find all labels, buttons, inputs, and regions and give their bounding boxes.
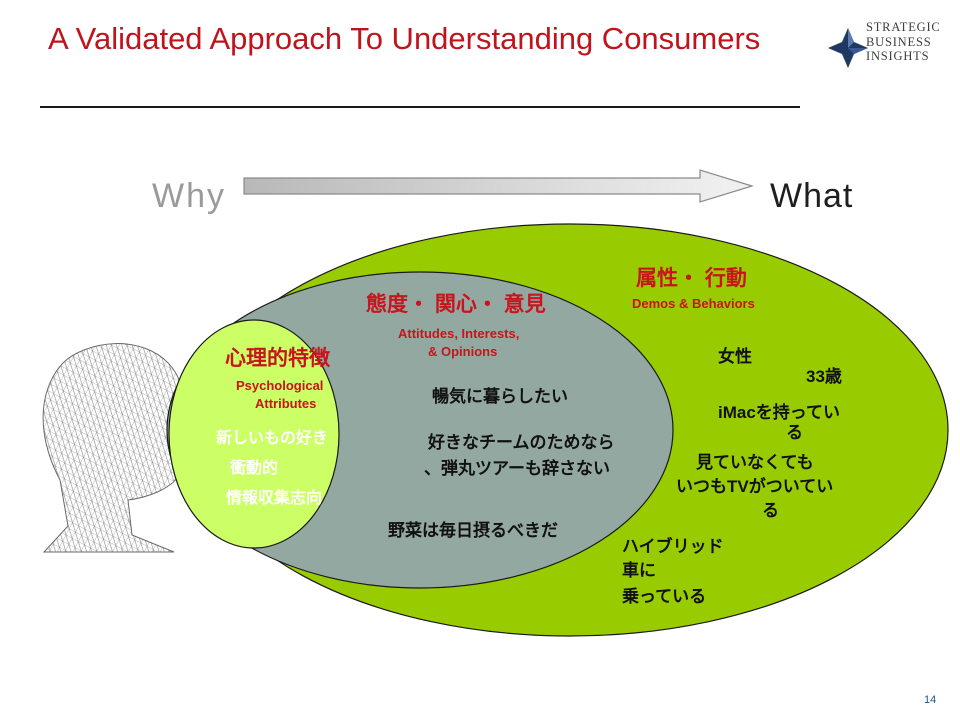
psych-item-novelty: 新しいもの好き — [216, 430, 329, 447]
middle-ellipse-subtitle-1: Attitudes, Interests, — [398, 326, 520, 341]
psych-item-impulsive: 衝動的 — [230, 460, 279, 477]
behavior-item-tv-1: 見ていなくても — [696, 453, 814, 472]
outer-ellipse-subtitle: Demos & Behaviors — [632, 296, 755, 311]
right-arrow-icon — [243, 169, 755, 203]
inner-circle-subtitle-1: Psychological — [236, 378, 324, 393]
attitude-item-team-2: 、弾丸ツアーも辞さない — [424, 459, 610, 478]
attitude-item-team-1: 好きなチームのためなら — [428, 433, 615, 452]
outer-ellipse-title: 属性・ 行動 — [636, 267, 747, 290]
behavior-item-tv-3: る — [762, 501, 779, 520]
behavior-item-hybrid-1: ハイブリッド — [622, 537, 724, 556]
behavior-item-imac-1: iMacを持ってい — [718, 403, 840, 422]
logo-line-3: Insights — [866, 49, 930, 63]
star-diamond-logo-icon — [828, 28, 868, 68]
behavior-item-age: 33歳 — [806, 367, 842, 386]
attitude-item-carefree: 暢気に暮らしたい — [432, 387, 568, 406]
company-logo-text: Strategic Business Insights — [866, 20, 941, 64]
middle-ellipse-subtitle-2: & Opinions — [428, 344, 498, 359]
inner-circle-title: 心理的特徴 — [225, 347, 330, 370]
inner-circle-subtitle-2: Attributes — [255, 396, 317, 411]
why-label: Why — [152, 177, 226, 215]
middle-ellipse-title: 態度・ 関心・ 意見 — [366, 293, 546, 316]
what-label: What — [770, 177, 854, 215]
slide-title: A Validated Approach To Understanding Co… — [48, 21, 761, 56]
page-number: 14 — [924, 694, 937, 706]
wireframe-head-icon — [42, 343, 195, 553]
logo-line-2: Business — [866, 34, 932, 49]
psych-item-information: 情報収集志向 — [226, 490, 323, 507]
behavior-item-female: 女性 — [718, 347, 752, 366]
behavior-item-hybrid-3: 乗っている — [622, 587, 707, 606]
title-divider — [40, 106, 800, 108]
behavior-item-tv-2: いつもTVがついてい — [676, 477, 834, 496]
behavior-item-imac-2: る — [786, 423, 803, 442]
logo-line-1: Strategic — [866, 20, 941, 34]
behavior-item-hybrid-2: 車に — [622, 561, 656, 580]
attitude-item-vegetables: 野菜は毎日摂るべきだ — [388, 521, 558, 540]
